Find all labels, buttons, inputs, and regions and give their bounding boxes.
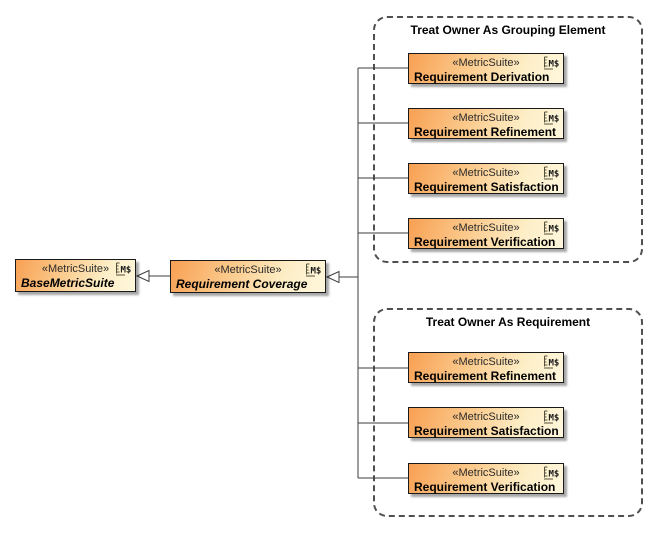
metric-suite-icon: M$ [544,355,560,369]
metric-suite-icon-text: M$ [549,414,560,424]
group-title: Treat Owner As Requirement [425,315,591,329]
generalization-arrowhead-coverage [325,270,340,284]
node-name: Requirement Satisfaction [414,180,559,194]
node-name: BaseMetricSuite [21,276,115,290]
metric-suite-icon-text: M$ [549,60,560,70]
node-requirement-refinement-requirement[interactable]: «MetricSuite» Requirement Refinement M$ [408,352,564,383]
node-base-metric-suite[interactable]: «MetricSuite» BaseMetricSuite M$ [15,259,136,292]
stereotype-label: «MetricSuite» [452,467,520,479]
node-requirement-verification-requirement[interactable]: «MetricSuite» Requirement Verification M… [408,463,564,494]
group-treat-owner-as-requirement: Treat Owner As Requirement [373,308,643,517]
stereotype-label: «MetricSuite» [452,222,520,234]
group-treat-owner-as-grouping-element: Treat Owner As Grouping Element [373,16,643,263]
metric-suite-icon-text: M$ [549,170,560,180]
node-name: Requirement Refinement [414,125,557,139]
metric-suite-icon-text: M$ [549,115,560,125]
node-requirement-verification-grouping[interactable]: «MetricSuite» Requirement Verification M… [408,218,564,249]
node-name: Requirement Refinement [414,369,557,383]
generalization-arrowhead-base [135,269,150,283]
stereotype-label: «MetricSuite» [452,112,520,124]
stereotype-label: «MetricSuite» [452,167,520,179]
metric-suite-icon: M$ [306,263,322,277]
node-requirement-satisfaction-grouping[interactable]: «MetricSuite» Requirement Satisfaction M… [408,163,564,194]
metric-suite-icon: M$ [544,221,560,235]
node-requirement-refinement-grouping[interactable]: «MetricSuite» Requirement Refinement M$ [408,108,564,139]
node-requirement-satisfaction-requirement[interactable]: «MetricSuite» Requirement Satisfaction M… [408,407,564,438]
stereotype-label: «MetricSuite» [452,411,520,423]
node-name: Requirement Verification [414,235,556,249]
metric-suite-icon-text: M$ [549,359,560,369]
metric-suite-icon: M$ [544,410,560,424]
metric-suite-icon-text: M$ [121,266,132,276]
stereotype-label: «MetricSuite» [452,356,520,368]
node-requirement-coverage[interactable]: «MetricSuite» Requirement Coverage M$ [170,260,326,293]
node-name: Requirement Satisfaction [414,424,559,438]
node-requirement-derivation[interactable]: «MetricSuite» Requirement Derivation M$ [408,53,564,84]
metric-suite-icon: M$ [544,56,560,70]
stereotype-label: «MetricSuite» [41,263,110,275]
metric-suite-icon: M$ [544,466,560,480]
metric-suite-icon: M$ [116,262,132,276]
node-name: Requirement Verification [414,480,556,494]
metric-suite-icon-text: M$ [311,267,322,277]
group-title: Treat Owner As Grouping Element [410,23,606,37]
metric-suite-icon: M$ [544,111,560,125]
node-name: Requirement Derivation [414,70,550,84]
stereotype-label: «MetricSuite» [452,57,520,69]
stereotype-label: «MetricSuite» [214,264,282,276]
metric-suite-icon-text: M$ [549,225,560,235]
metric-suite-icon-text: M$ [549,470,560,480]
metric-suite-icon: M$ [544,166,560,180]
node-name: Requirement Coverage [176,277,308,291]
